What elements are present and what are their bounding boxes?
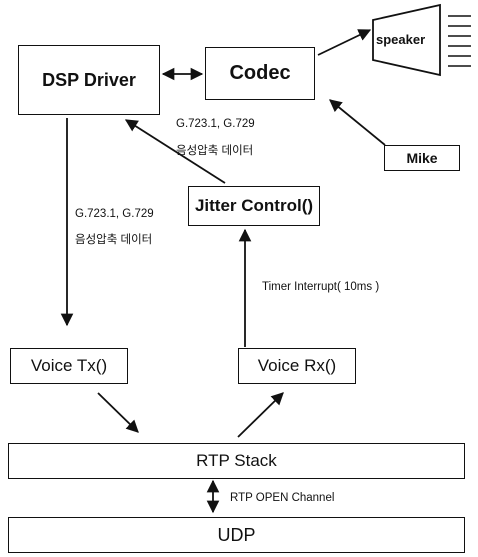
arrow-codec-speaker bbox=[317, 29, 372, 56]
mike-label: Mike bbox=[406, 150, 438, 166]
rtp-stack-box: RTP Stack bbox=[8, 443, 465, 479]
jitter-control-box: Jitter Control() bbox=[188, 186, 320, 226]
dsp-driver-label: DSP Driver bbox=[42, 69, 136, 90]
arrow-voicetx-rtp bbox=[97, 392, 139, 433]
voice-tx-box: Voice Tx() bbox=[10, 348, 128, 384]
edge-label-rtp-open-channel: RTP OPEN Channel bbox=[230, 492, 335, 504]
codec-label: Codec bbox=[229, 62, 291, 84]
edge-label-voice-data: 음성압축 데이터 bbox=[176, 145, 254, 157]
arrow-mike-codec bbox=[329, 99, 386, 146]
speaker-shape bbox=[372, 3, 441, 77]
sound-lines-icon bbox=[448, 15, 471, 67]
speaker-label: speaker bbox=[376, 32, 426, 47]
edge-label-timer-interrupt: Timer Interrupt( 10ms ) bbox=[262, 281, 380, 293]
arrow-jitter-dsp bbox=[124, 119, 226, 184]
voice-rx-box: Voice Rx() bbox=[238, 348, 356, 384]
edge-label-codec-name: G.723.1, G.729 bbox=[176, 118, 255, 130]
mike-box: Mike bbox=[384, 145, 460, 171]
voice-tx-label: Voice Tx() bbox=[30, 356, 108, 375]
dsp-driver-box: DSP Driver bbox=[18, 45, 160, 115]
codec-box: Codec bbox=[205, 47, 315, 100]
edge-label-voice-data: 음성압축 데이터 bbox=[75, 234, 153, 246]
udp-label: UDP bbox=[217, 524, 256, 545]
udp-box: UDP bbox=[8, 517, 465, 553]
rtp-stack-label: RTP Stack bbox=[196, 451, 277, 470]
jitter-control-label: Jitter Control() bbox=[194, 196, 314, 215]
voice-rx-label: Voice Rx() bbox=[257, 356, 337, 375]
edge-label-codec-name: G.723.1, G.729 bbox=[75, 208, 154, 220]
arrow-rtp-voicerx bbox=[237, 392, 284, 438]
